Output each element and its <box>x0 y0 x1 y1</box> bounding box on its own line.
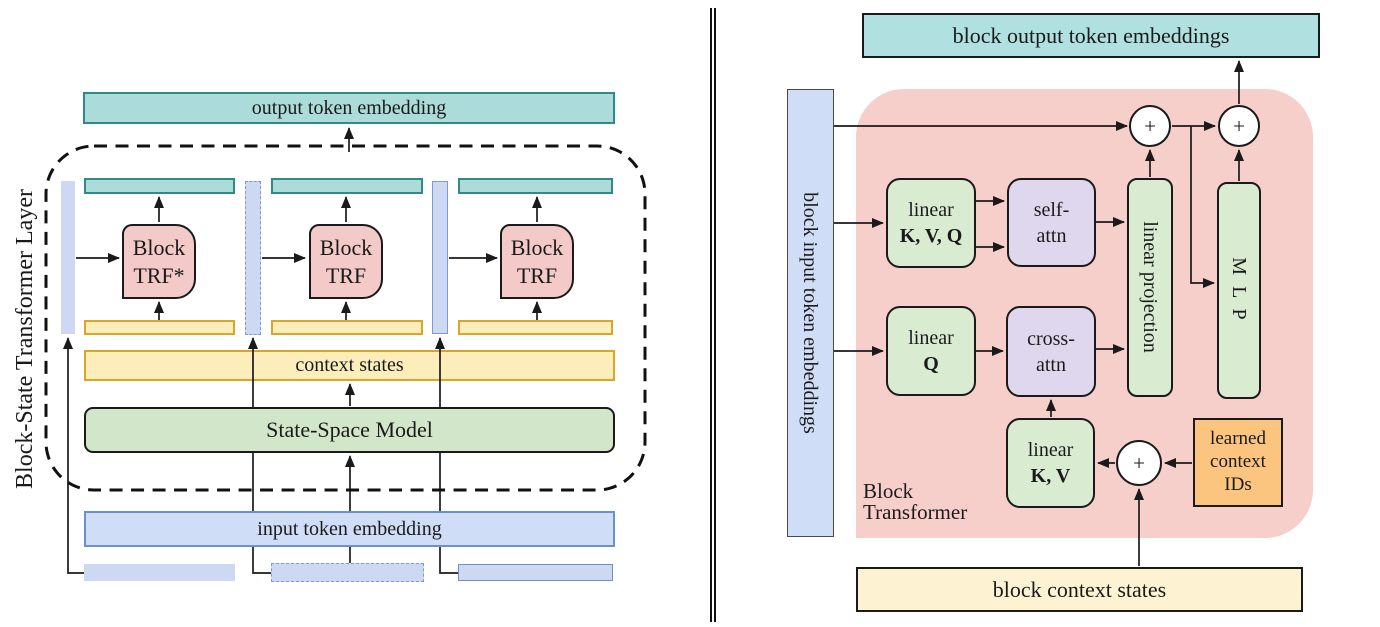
plus-sign-3: + <box>1133 450 1145 475</box>
self-attn-line2: attn <box>1036 224 1067 247</box>
block-trf-1-line1: Block <box>132 235 186 260</box>
input-block-slice-3 <box>458 564 613 581</box>
block-input-vbar-1 <box>61 181 75 334</box>
learned-ids-line2: context <box>1210 451 1266 473</box>
linear-kvq-line2: K, V, Q <box>899 225 963 247</box>
block-trf-box-1: Block TRF* <box>122 224 196 299</box>
dashed-layer-boundary <box>44 144 647 492</box>
panel-separator <box>710 8 716 622</box>
input-token-embedding-label: input token embedding <box>257 517 442 540</box>
block-trf-box-3: Block TRF <box>500 224 574 299</box>
block-transformer-label-line1: Block <box>863 479 914 503</box>
plus-sign-1: + <box>1144 113 1156 138</box>
state-space-model-bar: State-Space Model <box>84 407 615 453</box>
block-input-token-embeddings-text: block input token embeddings <box>799 192 822 434</box>
output-token-embedding-label: output token embedding <box>251 96 447 119</box>
block-context-bar-2 <box>271 320 423 335</box>
block-trf-2-line2: TRF <box>325 262 367 288</box>
learned-context-ids-box: learned context IDs <box>1193 418 1283 507</box>
left-arrows <box>63 127 542 574</box>
cross-attn-box: cross- attn <box>1006 306 1096 397</box>
learned-ids-line1: learned <box>1210 428 1266 450</box>
block-input-vbar-3 <box>432 181 448 334</box>
input-block-slice-1 <box>84 564 235 581</box>
linear-kvq-line1: linear <box>908 199 954 221</box>
block-trf-3-line1: Block <box>510 235 564 260</box>
output-token-embedding-bar: output token embedding <box>83 92 615 124</box>
block-output-bar-3 <box>458 178 613 194</box>
mlp-bar <box>1217 182 1261 399</box>
context-states-bar: context states <box>84 350 615 381</box>
linear-projection-label: linear projection <box>1139 177 1162 397</box>
block-output-token-embeddings-label: block output token embeddings <box>952 22 1230 48</box>
state-space-model-label: State-Space Model <box>266 417 433 442</box>
block-transformer-label: Block Transformer <box>863 481 967 523</box>
context-add-circle: + <box>1116 440 1162 486</box>
input-token-embedding-bar: input token embedding <box>84 511 615 547</box>
learned-ids-line3: IDs <box>1224 473 1252 495</box>
linear-q-line1: linear <box>908 327 954 349</box>
cross-attn-line1: cross- <box>1027 327 1075 350</box>
linear-projection-bar <box>1127 178 1173 397</box>
linear-projection-text: linear projection <box>1139 221 1162 353</box>
linear-kv-line2: K, V <box>1030 465 1071 487</box>
residual-add-circle-1: + <box>1129 105 1171 147</box>
block-context-bar-3 <box>458 320 613 335</box>
block-trf-1-line2: TRF* <box>133 262 185 288</box>
block-context-states-bar: block context states <box>856 567 1303 612</box>
layer-side-label: Block-State Transformer Layer <box>12 169 38 509</box>
block-input-token-embeddings-label: block input token embeddings <box>799 89 822 537</box>
context-states-label: context states <box>295 354 404 376</box>
input-block-slice-2-dashed <box>271 563 424 582</box>
right-arrows <box>834 60 1244 566</box>
block-transformer-label-line2: Transformer <box>863 500 968 524</box>
block-output-bar-1 <box>84 178 235 194</box>
cross-attn-line2: attn <box>1036 353 1066 376</box>
block-trf-2-line1: Block <box>319 235 373 260</box>
self-attn-box: self- attn <box>1007 178 1096 267</box>
self-attn-line1: self- <box>1033 198 1070 221</box>
block-context-states-label: block context states <box>992 576 1167 602</box>
block-input-vbar-2-dashed <box>245 181 261 335</box>
block-context-bar-1 <box>84 320 235 335</box>
residual-add-circle-2: + <box>1218 105 1260 147</box>
mlp-label: M L P <box>1228 182 1251 398</box>
block-output-bar-2 <box>271 178 423 194</box>
linear-q-line2: Q <box>923 353 939 375</box>
block-trf-3-line2: TRF <box>516 262 558 288</box>
plus-sign-2: + <box>1233 113 1245 138</box>
linear-kv-box: linear K, V <box>1006 418 1095 508</box>
block-output-token-embeddings-bar: block output token embeddings <box>862 13 1320 58</box>
linear-q-box: linear Q <box>886 306 976 396</box>
mlp-text: M L P <box>1228 257 1251 323</box>
layer-side-label-text: Block-State Transformer Layer <box>11 189 38 489</box>
block-trf-box-2: Block TRF <box>309 224 383 299</box>
linear-kv-line1: linear <box>1027 439 1074 461</box>
linear-kvq-box: linear K, V, Q <box>886 178 976 268</box>
block-input-token-embeddings-bar <box>787 89 834 537</box>
